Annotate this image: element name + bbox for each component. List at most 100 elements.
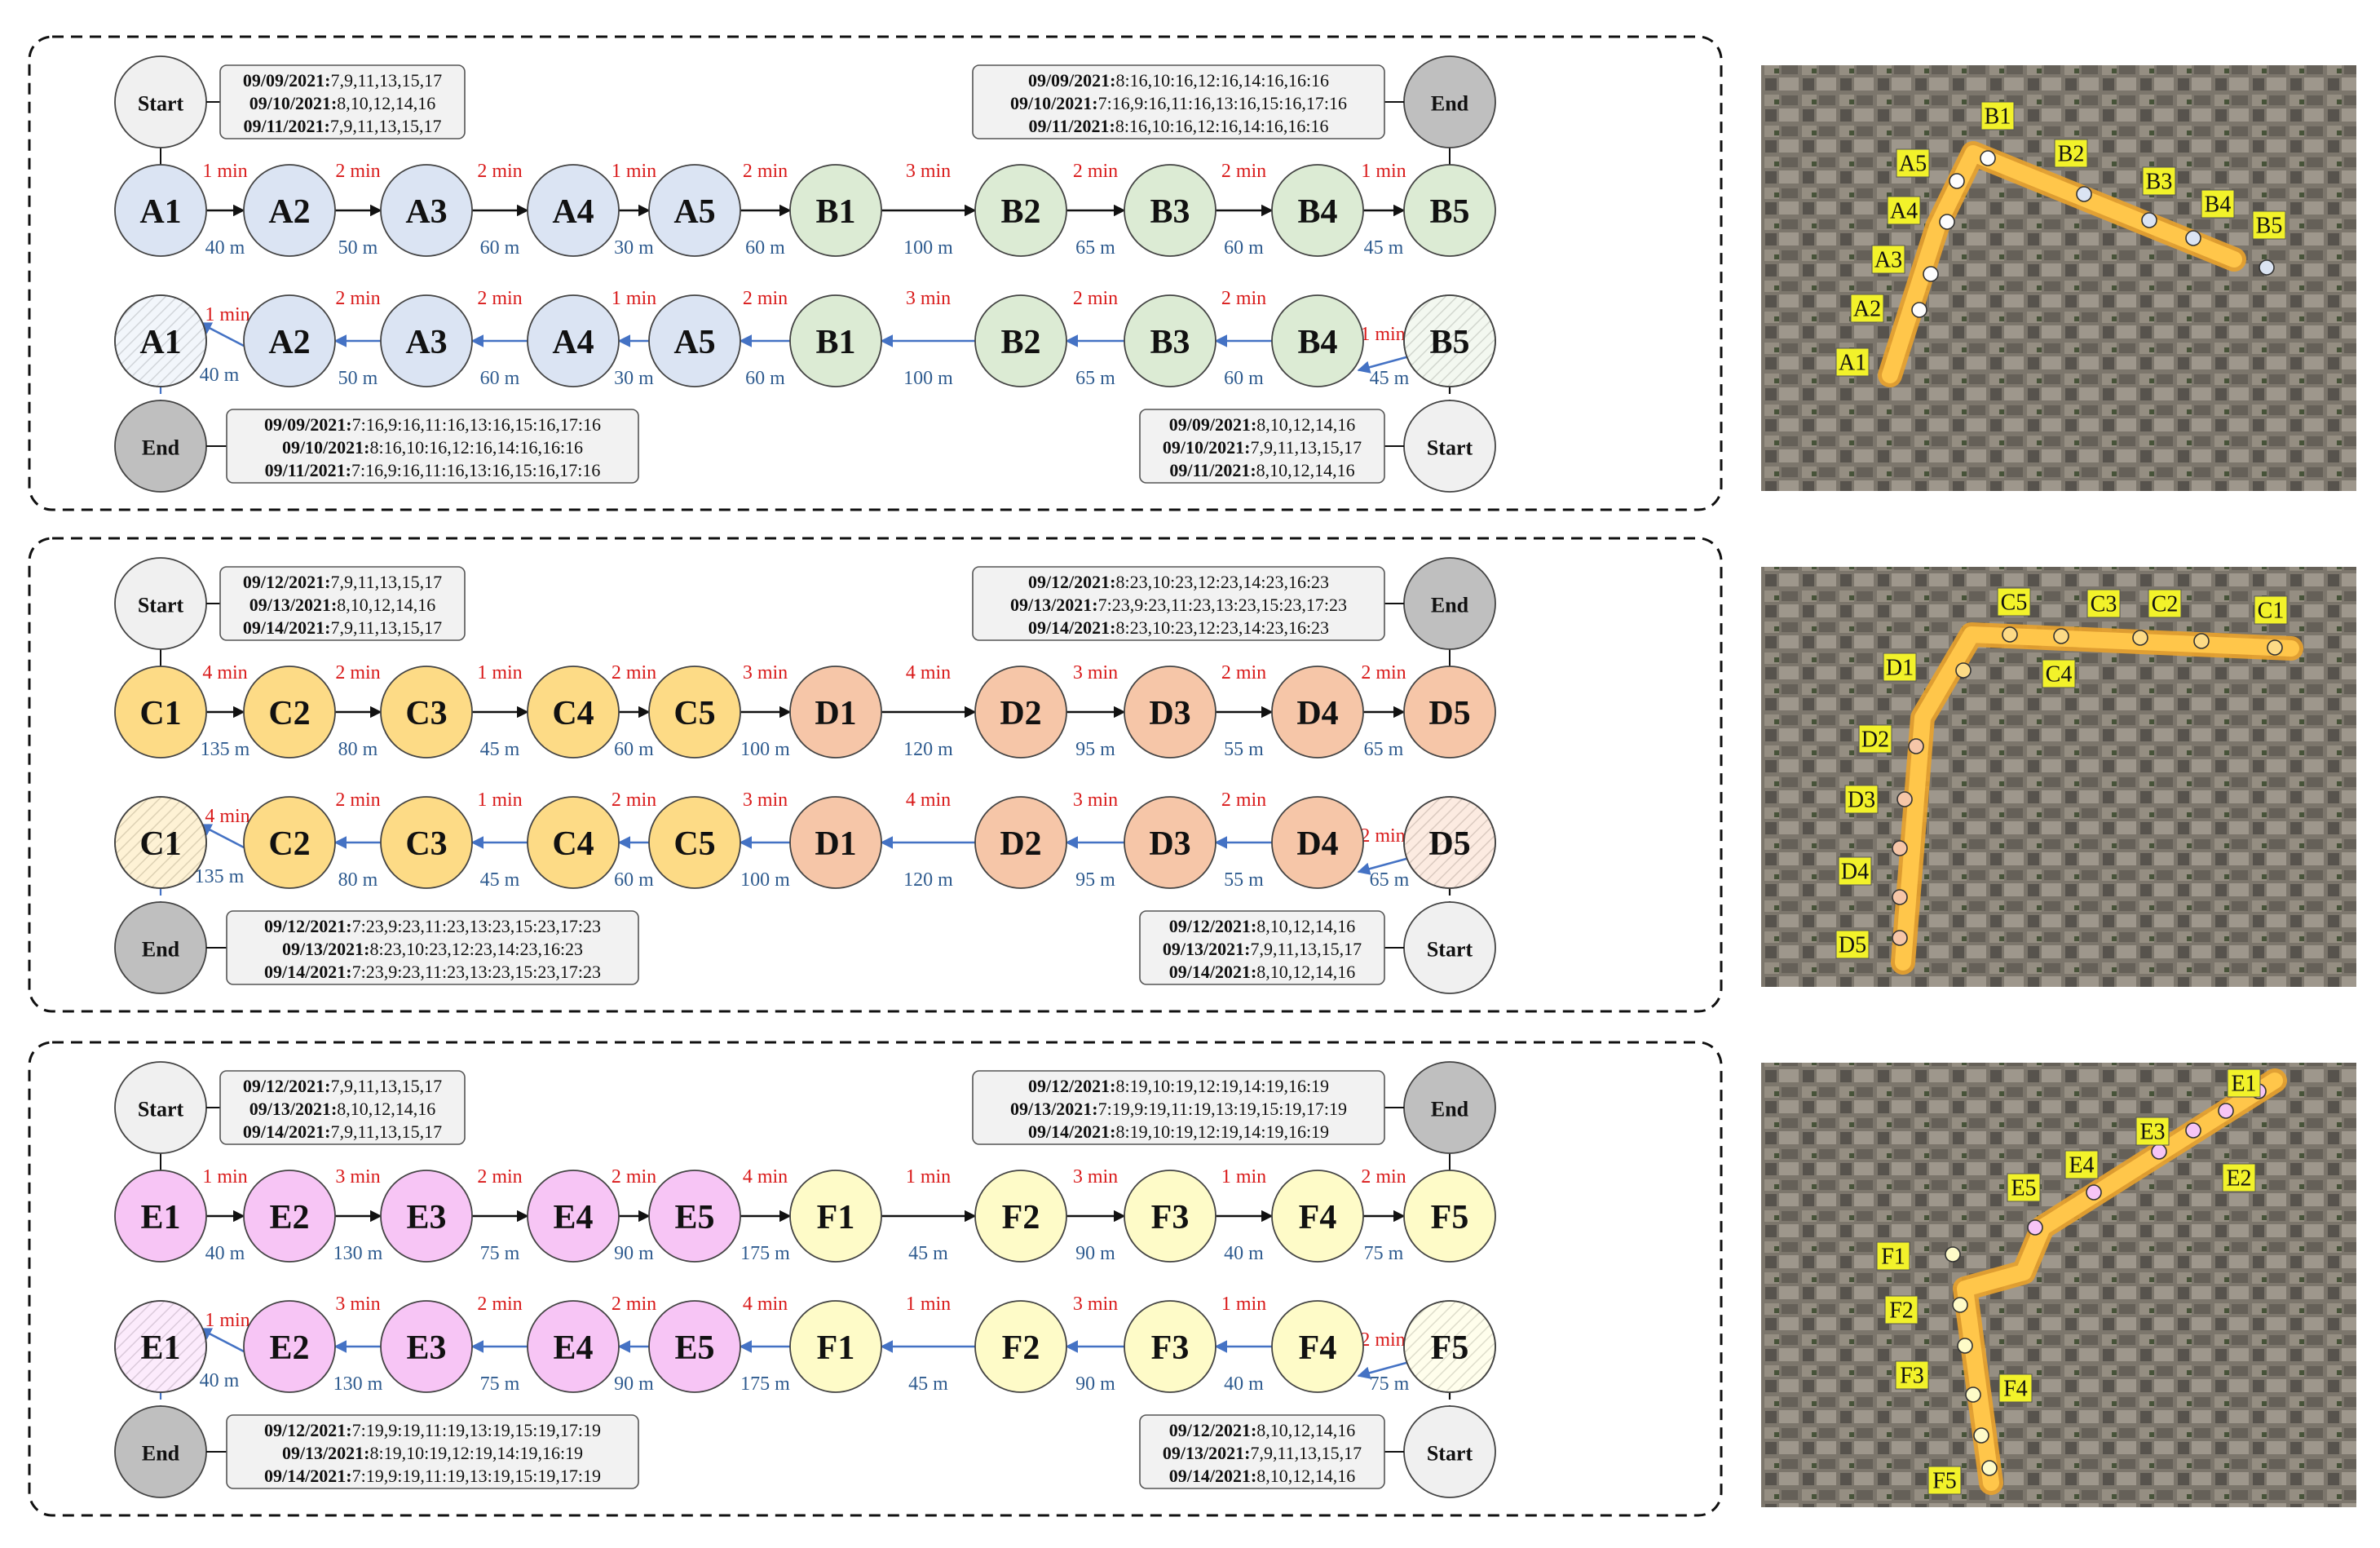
schedule-end-right-line: 09/13/2021:7:19,9:19,11:19,13:19,15:19,1… bbox=[1010, 1099, 1347, 1119]
travel-time-label: 1 min bbox=[1360, 324, 1405, 345]
schedule-times: 7:19,9:19,11:19,13:19,15:19,17:19 bbox=[352, 1420, 601, 1440]
stop-circle bbox=[974, 294, 1067, 387]
stop-node-return: D2 bbox=[974, 796, 1067, 889]
schedule-start-right-line: 09/11/2021:8,10,12,14,16 bbox=[1169, 460, 1354, 480]
stop-circle bbox=[114, 164, 207, 257]
map-stop-label: C3 bbox=[2091, 592, 2117, 617]
stop-node-return: B1 bbox=[789, 294, 882, 387]
distance-label: 80 m bbox=[338, 869, 378, 891]
map-stop-marker bbox=[1892, 840, 1908, 856]
stop-circle bbox=[1124, 796, 1216, 889]
map-stop-marker bbox=[2141, 212, 2157, 228]
schedule-times: 7:16,9:16,11:16,13:16,15:16,17:16 bbox=[351, 460, 600, 480]
schedule-start-left-line: 09/10/2021:8,10,12,14,16 bbox=[249, 93, 436, 113]
start-label: Start bbox=[1427, 1442, 1473, 1466]
stop-label: C3 bbox=[405, 695, 447, 732]
stop-label: F1 bbox=[817, 1329, 855, 1367]
stop-label: F4 bbox=[1299, 1329, 1337, 1367]
stop-node-return: F2 bbox=[974, 1300, 1067, 1393]
stop-label: B4 bbox=[1297, 193, 1337, 231]
stop-label: E5 bbox=[674, 1199, 714, 1236]
stop-label: A4 bbox=[552, 193, 594, 231]
schedule-times: 7:23,9:23,11:23,13:23,15:23,17:23 bbox=[352, 916, 601, 936]
schedule-end-right-line: 09/12/2021:8:19,10:19,12:19,14:19,16:19 bbox=[1028, 1076, 1329, 1096]
stop-label: D4 bbox=[1296, 695, 1338, 732]
stop-label: D2 bbox=[1000, 695, 1041, 732]
map-stop-label: D1 bbox=[1886, 656, 1914, 681]
schedule-start-right-frame bbox=[1139, 910, 1385, 985]
map-stop-label: B5 bbox=[2256, 214, 2283, 239]
schedule-date: 09/14/2021: bbox=[1169, 962, 1257, 982]
schedule-start-left-line: 09/13/2021:8,10,12,14,16 bbox=[249, 1099, 436, 1119]
stop-node-return: D1 bbox=[789, 796, 882, 889]
map-stop-label: A4 bbox=[1890, 199, 1918, 224]
map-stop-marker bbox=[1949, 173, 1965, 189]
stop-label: B5 bbox=[1429, 324, 1469, 361]
stop-circle bbox=[1271, 294, 1364, 387]
travel-time-label: 1 min bbox=[202, 1166, 247, 1188]
distance-label: 30 m bbox=[614, 368, 654, 389]
schedule-date: 09/11/2021: bbox=[1169, 460, 1256, 480]
stop-label: D1 bbox=[815, 825, 856, 863]
map-stop-label: E2 bbox=[2226, 1166, 2251, 1192]
map-stop-marker bbox=[1955, 662, 1972, 679]
panel-frame bbox=[28, 1041, 1723, 1517]
stop-node: B1 bbox=[789, 164, 882, 257]
schedule-start-right-line: 09/10/2021:7,9,11,13,15,17 bbox=[1163, 437, 1362, 458]
distance-label: 45 m bbox=[908, 1243, 948, 1264]
stop-node: C1 bbox=[114, 666, 207, 759]
schedule-end-right-line: 09/11/2021:8:16,10:16,12:16,14:16,16:16 bbox=[1029, 116, 1329, 136]
stop-label: C1 bbox=[139, 825, 181, 863]
distance-label: 65 m bbox=[1075, 368, 1115, 389]
schedule-end-left-frame bbox=[226, 409, 639, 484]
stop-circle bbox=[789, 666, 882, 759]
stop-label: A4 bbox=[552, 324, 594, 361]
schedule-times: 7:19,9:19,11:19,13:19,15:19,17:19 bbox=[352, 1466, 601, 1486]
stop-circle bbox=[1124, 164, 1216, 257]
schedule-date: 09/12/2021: bbox=[264, 1420, 352, 1440]
stop-node-return: C5 bbox=[648, 796, 741, 889]
end-label: End bbox=[1431, 1098, 1469, 1121]
schedule-start-left-frame bbox=[219, 64, 466, 139]
map-stop-tag bbox=[1895, 1360, 1929, 1390]
stop-node-return: F4 bbox=[1271, 1300, 1364, 1393]
stop-circle bbox=[789, 294, 882, 387]
schedule-start-right-frame bbox=[1139, 409, 1385, 484]
map-stop-marker bbox=[2259, 259, 2275, 276]
map-stop-label: B4 bbox=[2205, 192, 2232, 218]
travel-time-label: 1 min bbox=[1361, 161, 1406, 182]
schedule-date: 09/09/2021: bbox=[264, 414, 352, 435]
stop-circle bbox=[114, 1170, 207, 1263]
schedule-times: 7:23,9:23,11:23,13:23,15:23,17:23 bbox=[352, 962, 601, 982]
stop-node-return: A4 bbox=[527, 294, 620, 387]
map-stop-label: C4 bbox=[2046, 662, 2073, 688]
map-shade bbox=[1761, 1063, 2356, 1507]
stop-label: E3 bbox=[406, 1329, 446, 1367]
travel-time-label: 3 min bbox=[1073, 789, 1118, 811]
travel-time-label: 2 min bbox=[335, 161, 380, 182]
stop-node: F4 bbox=[1271, 1170, 1364, 1263]
stop-circle bbox=[1403, 666, 1496, 759]
travel-time-label: 3 min bbox=[743, 662, 788, 683]
stop-circle bbox=[243, 666, 336, 759]
schedule-end-left-line: 09/12/2021:7:19,9:19,11:19,13:19,15:19,1… bbox=[264, 1420, 601, 1440]
end-label: End bbox=[1431, 594, 1469, 617]
schedule-end-right-frame bbox=[972, 1070, 1385, 1145]
stop-label: E1 bbox=[140, 1329, 180, 1367]
stop-node-return: A1 bbox=[114, 294, 207, 387]
stop-node: B2 bbox=[974, 164, 1067, 257]
schedule-date: 09/13/2021: bbox=[1163, 1443, 1251, 1463]
stop-circle-tint bbox=[114, 796, 207, 889]
schedule-end-left-line: 09/13/2021:8:19,10:19,12:19,14:19,16:19 bbox=[282, 1443, 583, 1463]
stop-node-return: D4 bbox=[1271, 796, 1364, 889]
start-label: Start bbox=[138, 92, 184, 116]
schedule-date: 09/11/2021: bbox=[1029, 116, 1115, 136]
stop-circle bbox=[1124, 1300, 1216, 1393]
schedule-start-right-line: 09/14/2021:8,10,12,14,16 bbox=[1169, 1466, 1356, 1486]
stop-label: D5 bbox=[1428, 825, 1470, 863]
schedule-end-right-line: 09/14/2021:8:19,10:19,12:19,14:19,16:19 bbox=[1028, 1121, 1329, 1142]
map-stop-tag bbox=[1835, 347, 1870, 377]
map-stop-marker bbox=[1923, 266, 1939, 282]
schedule-times: 8:19,10:19,12:19,14:19,16:19 bbox=[1116, 1121, 1330, 1142]
distance-label: 60 m bbox=[480, 237, 520, 259]
